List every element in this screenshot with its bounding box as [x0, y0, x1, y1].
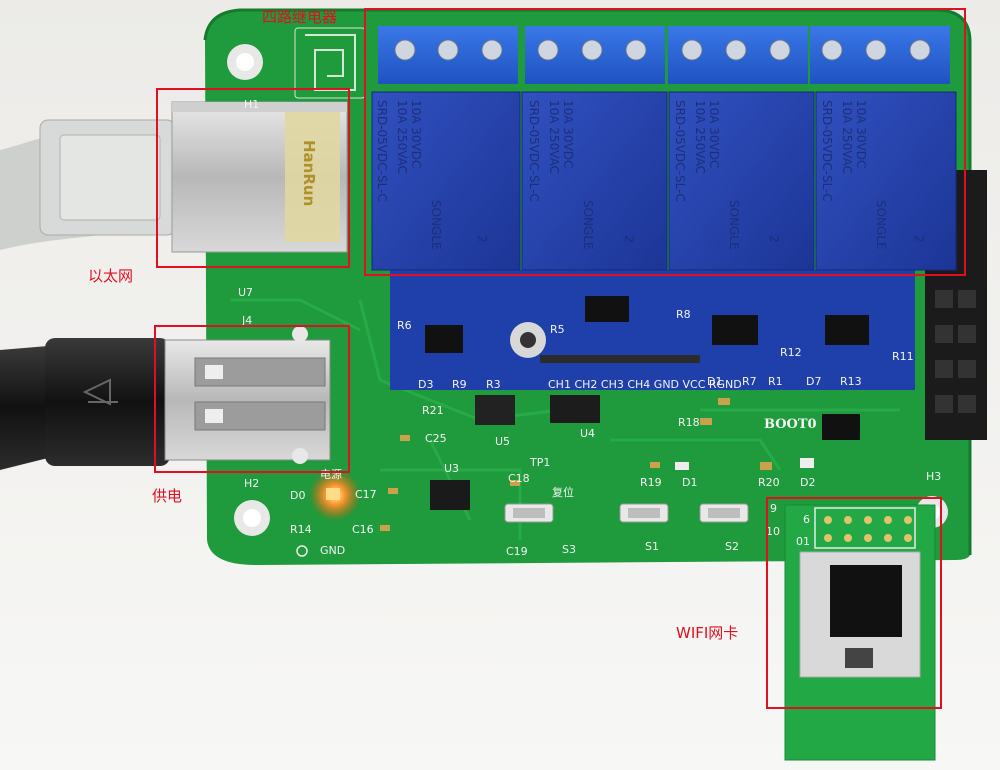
wifi-module — [784, 504, 936, 761]
silk-u5: U5 — [495, 435, 510, 448]
relay-label: 四路继电器 — [262, 8, 338, 26]
silk-n9: 9 — [770, 502, 777, 515]
silk-c19: C19 — [506, 545, 528, 558]
silk-s2: S2 — [725, 540, 739, 553]
silk-c18: C18 — [508, 472, 530, 485]
silk-r13: R13 — [840, 375, 862, 388]
power-label: 供电 — [152, 487, 183, 505]
relay-module: SRD-05VDC-SL-C SRD-05VDC-SL-C SRD-05VDC-… — [371, 26, 957, 390]
ethernet-jack: HanRun — [171, 101, 348, 253]
silkscreen: H1 U7 J4 H2 H3 D0 R14 GND 电源 C17 C16 U3 … — [238, 98, 941, 558]
silk-r9: R9 — [452, 378, 467, 391]
relay-4-num: 2 — [912, 235, 926, 243]
relay-1-num: 2 — [475, 235, 489, 243]
silk-pins: CH1 CH2 CH3 CH4 GND VCC RGND — [548, 378, 742, 391]
relay-4-rating-dc: 10A 30VDC — [854, 100, 868, 168]
silk-d0: D0 — [290, 489, 305, 502]
silk-r1: R1 — [768, 375, 783, 388]
silk-r7: R7 — [742, 375, 757, 388]
silk-gnd: GND — [320, 544, 345, 557]
power-highlight-box — [154, 325, 350, 473]
silk-c17: C17 — [355, 488, 377, 501]
silk-r8: R8 — [676, 308, 691, 321]
silk-u3: U3 — [444, 462, 459, 475]
relay-1-rating-ac: 10A 250VAC — [395, 100, 409, 174]
silk-d2: D2 — [800, 476, 815, 489]
relay-labels: SRD-05VDC-SL-C SRD-05VDC-SL-C SRD-05VDC-… — [375, 100, 926, 250]
relay-highlight-box — [364, 8, 966, 276]
silk-r12: R12 — [780, 346, 802, 359]
silk-u7: U7 — [238, 286, 253, 299]
relay-4-model: SRD-05VDC-SL-C — [820, 100, 834, 202]
relay-1-rating-dc: 10A 30VDC — [409, 100, 423, 168]
silk-r20: R20 — [758, 476, 780, 489]
ethernet-brand: HanRun — [300, 140, 318, 206]
silk-n01: 01 — [796, 535, 810, 548]
relay-1-brand: SONGLE — [429, 200, 443, 250]
silk-r18: R18 — [678, 416, 700, 429]
relay-3-num: 2 — [767, 235, 781, 243]
silk-d1: D1 — [682, 476, 697, 489]
silk-u4: U4 — [580, 427, 595, 440]
relay-2-model: SRD-05VDC-SL-C — [527, 100, 541, 202]
silk-power-cn: 电源 — [320, 467, 342, 481]
silk-r3: R3 — [486, 378, 501, 391]
silk-d1b: D1 — [707, 375, 722, 388]
relay-2-num: 2 — [622, 235, 636, 243]
silk-r11: R11 — [892, 350, 914, 363]
relay-3-model: SRD-05VDC-SL-C — [673, 100, 687, 202]
silk-h3: H3 — [926, 470, 941, 483]
silk-fuwei: 复位 — [552, 485, 574, 499]
wifi-highlight-box — [766, 497, 942, 709]
silk-c16: C16 — [352, 523, 374, 536]
wifi-label: WIFI网卡 — [676, 624, 739, 642]
ethernet-label: 以太网 — [88, 267, 134, 285]
relay-2-rating-ac: 10A 250VAC — [547, 100, 561, 174]
silk-d3: D3 — [418, 378, 433, 391]
silk-r6: R6 — [397, 319, 412, 332]
silk-h1: H1 — [244, 98, 259, 111]
silk-tp1: TP1 — [529, 456, 550, 469]
relay-3-brand: SONGLE — [727, 200, 741, 250]
silk-n10: 10 — [766, 525, 780, 538]
relay-3-rating-dc: 10A 30VDC — [707, 100, 721, 168]
silk-s3: S3 — [562, 543, 576, 556]
ethernet-cable — [0, 119, 176, 250]
relay-2-rating-dc: 10A 30VDC — [561, 100, 575, 168]
usb-jack — [164, 326, 331, 464]
silk-j4: J4 — [241, 314, 252, 327]
relay-3-rating-ac: 10A 250VAC — [693, 100, 707, 174]
silk-r19: R19 — [640, 476, 662, 489]
silk-h2: H2 — [244, 477, 259, 490]
silk-r14: R14 — [290, 523, 312, 536]
relay-4-rating-ac: 10A 250VAC — [840, 100, 854, 174]
silk-boot0: BOOT0 — [764, 417, 817, 432]
relay-2-brand: SONGLE — [581, 200, 595, 250]
relay-4-brand: SONGLE — [874, 200, 888, 250]
silk-s1: S1 — [645, 540, 659, 553]
silk-c25: C25 — [425, 432, 447, 445]
relay-1-model: SRD-05VDC-SL-C — [375, 100, 389, 202]
silk-r5: R5 — [550, 323, 565, 336]
silk-r21: R21 — [422, 404, 444, 417]
silk-d7: D7 — [806, 375, 821, 388]
ethernet-highlight-box — [156, 88, 350, 268]
silk-n6: 6 — [803, 513, 810, 526]
usb-cable — [0, 338, 170, 470]
